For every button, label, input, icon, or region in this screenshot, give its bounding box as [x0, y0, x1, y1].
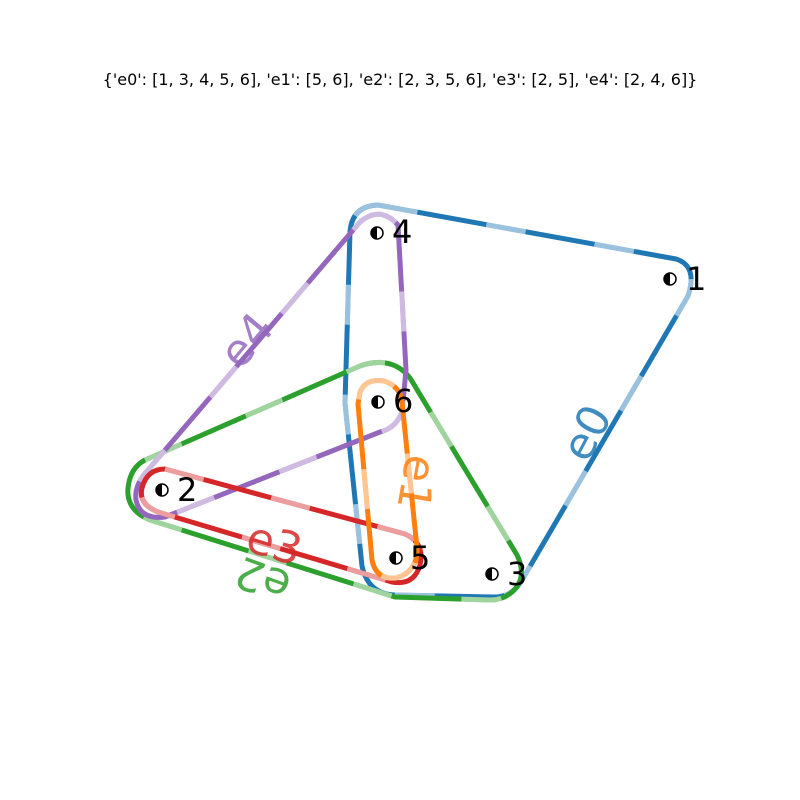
node-1: 1 [663, 260, 706, 298]
nodes: 1 2 3 4 5 [155, 213, 706, 593]
node-5-label: 5 [410, 539, 430, 577]
node-2-halfmoon-icon [156, 484, 162, 496]
node-2: 2 [155, 471, 197, 509]
node-5: 5 [389, 539, 430, 577]
node-1-halfmoon-icon [664, 273, 670, 285]
edge-e3-boundary [138, 466, 424, 586]
node-4: 4 [370, 213, 412, 251]
edge-e1-highlight [355, 378, 420, 581]
node-6-label: 6 [393, 382, 413, 420]
node-6: 6 [371, 382, 413, 420]
node-2-label: 2 [177, 471, 197, 509]
node-4-label: 4 [392, 213, 412, 251]
node-1-label: 1 [686, 260, 706, 298]
edge-e4-highlight [133, 211, 409, 520]
node-3: 3 [485, 555, 527, 593]
edge-e1-label: e1 [386, 451, 446, 514]
figure-title: {'e0': [1, 3, 4, 5, 6], 'e1': [5, 6], 'e… [102, 70, 698, 89]
edge-e4-label: e4 [210, 303, 284, 378]
node-3-halfmoon-icon [486, 568, 492, 580]
node-4-halfmoon-icon [371, 227, 377, 239]
edge-e0-label: e0 [552, 397, 623, 470]
node-5-halfmoon-icon [390, 552, 396, 564]
edge-e1: e1 [355, 378, 446, 581]
node-6-halfmoon-icon [372, 396, 378, 408]
edge-e0-highlight [342, 202, 694, 600]
node-3-label: 3 [507, 555, 527, 593]
